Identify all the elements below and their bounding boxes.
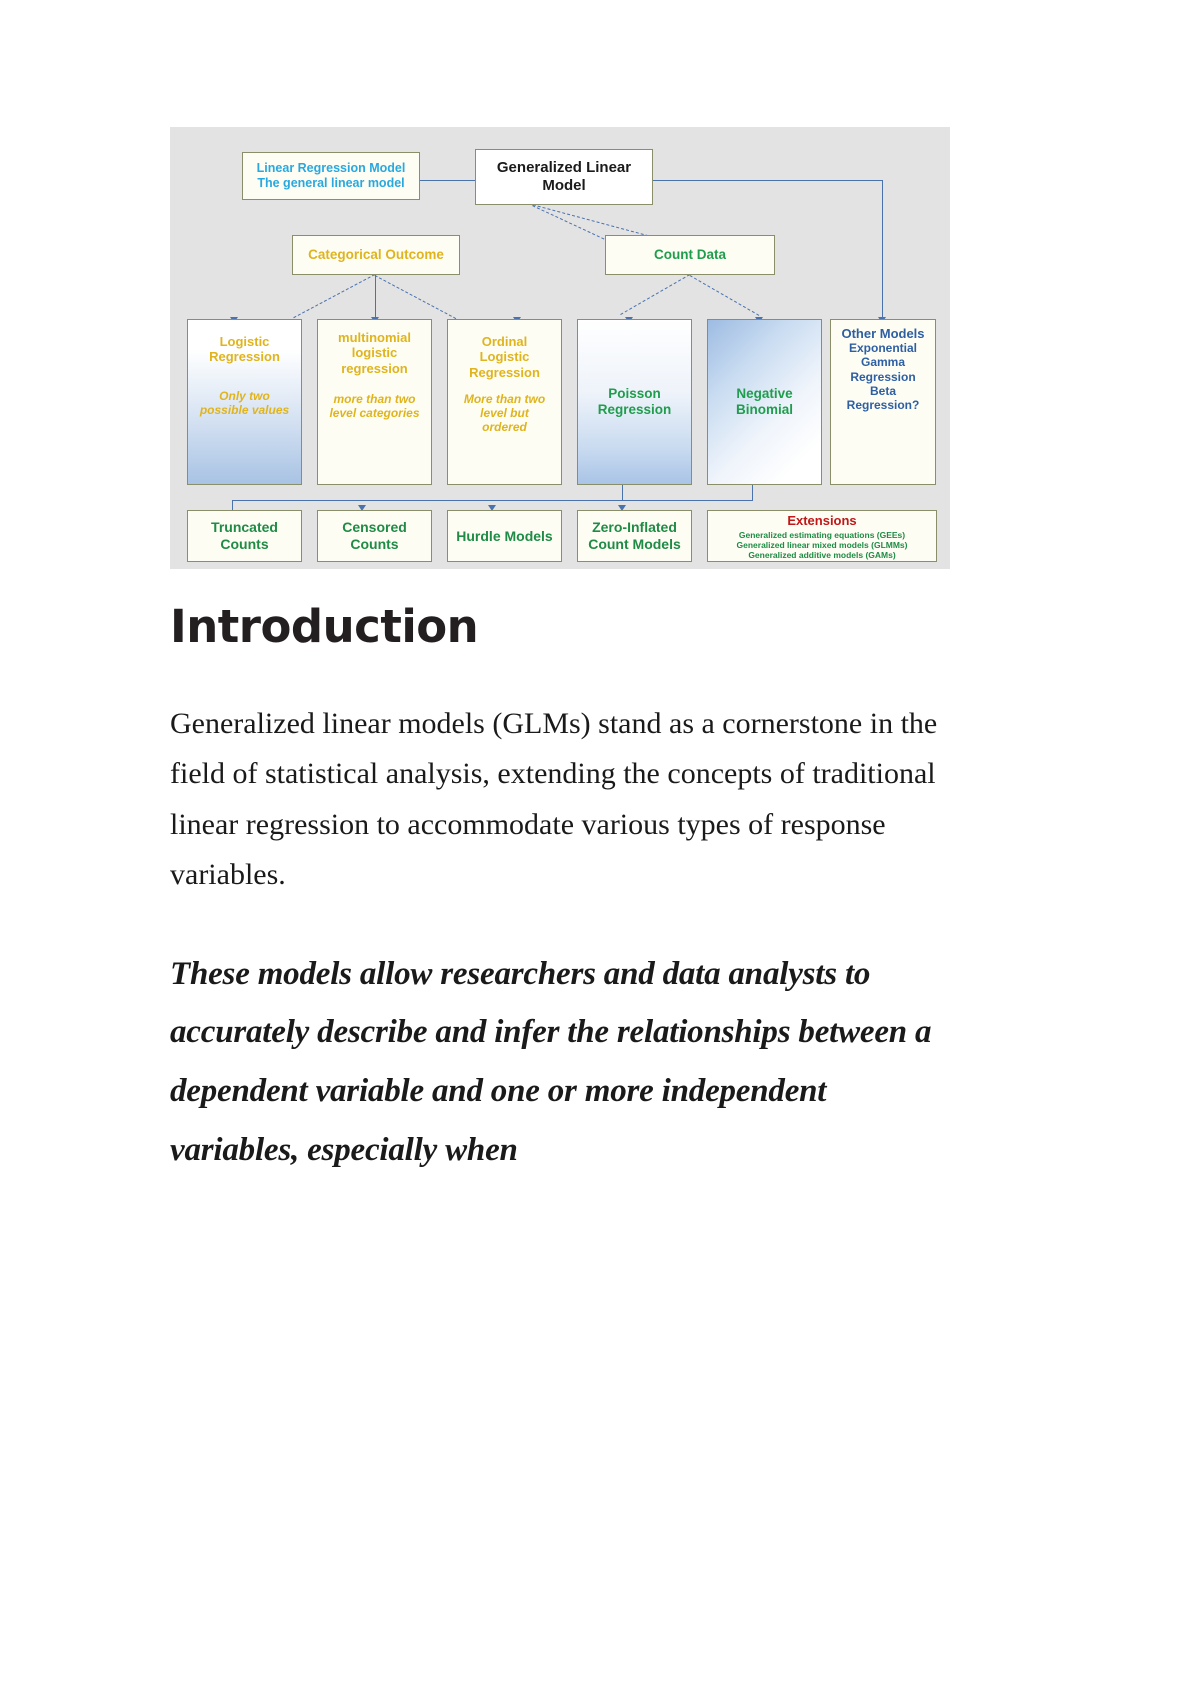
node-ordinal-logistic-regression: Ordinal Logistic Regression More than tw… [447, 319, 562, 485]
emphasis-paragraph: These models allow researchers and data … [170, 955, 932, 1168]
node-label: Hurdle Models [456, 527, 553, 544]
connector-zeroinflated-drop [752, 473, 753, 501]
node-label: Truncated Counts [211, 519, 278, 552]
arrowhead-zero-inflated [618, 505, 626, 511]
extensions-item: Generalized linear mixed models (GLMMs) [736, 540, 908, 551]
node-title: Ordinal Logistic Regression [469, 334, 540, 380]
connector-count-right [689, 275, 760, 316]
node-subtitle: More than two level but ordered [463, 391, 546, 435]
glm-taxonomy-diagram: Generalized Linear Model Linear Regressi… [170, 127, 950, 569]
node-label-line2: The general linear model [257, 176, 405, 190]
node-negative-binomial: Negative Binomial [707, 319, 822, 485]
node-subtitle: Only two possible values [199, 388, 290, 417]
connector-truncated-drop [232, 500, 233, 518]
node-label-line1: Linear Regression Model [256, 161, 406, 176]
extensions-item: Generalized additive models (GAMs) [748, 550, 896, 561]
connector-categorical-left [293, 274, 375, 319]
arrowhead-hurdle [488, 505, 496, 511]
node-title: multinomial logistic regression [338, 330, 411, 376]
node-line: Gamma [860, 355, 906, 370]
node-line: Exponential [848, 341, 917, 356]
node-line: Regression? [846, 397, 920, 412]
node-generalized-linear-model: Generalized Linear Model [475, 149, 653, 205]
connector-root-right [652, 180, 882, 181]
connector-count-left [620, 274, 690, 315]
node-title: Other Models [841, 326, 925, 341]
node-poisson-regression: Poisson Regression [577, 319, 692, 485]
connector-categorical-center [375, 273, 376, 319]
intro-paragraph: Generalized linear models (GLMs) stand a… [170, 707, 938, 892]
extensions-item: Generalized estimating equations (GEEs) [738, 530, 906, 541]
node-logistic-regression: Logistic Regression Only two possible va… [187, 319, 302, 485]
connector-right-down [882, 180, 883, 319]
node-label: Generalized Linear Model [496, 159, 632, 194]
page-title: Introduction [170, 600, 479, 653]
extensions-title: Extensions [787, 513, 857, 528]
node-multinomial-logistic-regression: multinomial logistic regression more tha… [317, 319, 432, 485]
node-label: Censored Counts [342, 519, 407, 552]
node-title: Negative Binomial [735, 386, 793, 417]
node-zero-inflated-count-models: Zero-Inflated Count Models [577, 510, 692, 562]
node-subtitle: more than two level categories [329, 391, 420, 421]
node-title: Poisson Regression [597, 386, 672, 417]
node-label: Count Data [654, 247, 726, 263]
node-censored-counts: Censored Counts [317, 510, 432, 562]
article-content: Introduction Generalized linear models (… [170, 600, 960, 1180]
connector-categorical-right [374, 275, 457, 320]
node-count-data: Count Data [605, 235, 775, 275]
node-label: Zero-Inflated Count Models [588, 519, 681, 552]
node-truncated-counts: Truncated Counts [187, 510, 302, 562]
node-extensions: Extensions Generalized estimating equati… [707, 510, 937, 562]
node-other-models: Other Models Exponential Gamma Regressio… [830, 319, 936, 485]
node-categorical-outcome: Categorical Outcome [292, 235, 460, 275]
node-title: Logistic Regression [209, 334, 280, 365]
node-line: Regression [850, 369, 916, 384]
arrowhead-censored [358, 505, 366, 511]
node-hurdle-models: Hurdle Models [447, 510, 562, 562]
node-label: Categorical Outcome [308, 247, 444, 263]
connector-hurdle-drop [622, 473, 623, 501]
node-line: Beta [869, 383, 896, 398]
node-linear-regression-model: Linear Regression Model The general line… [242, 152, 420, 200]
connector-bottom-bus [232, 500, 752, 501]
